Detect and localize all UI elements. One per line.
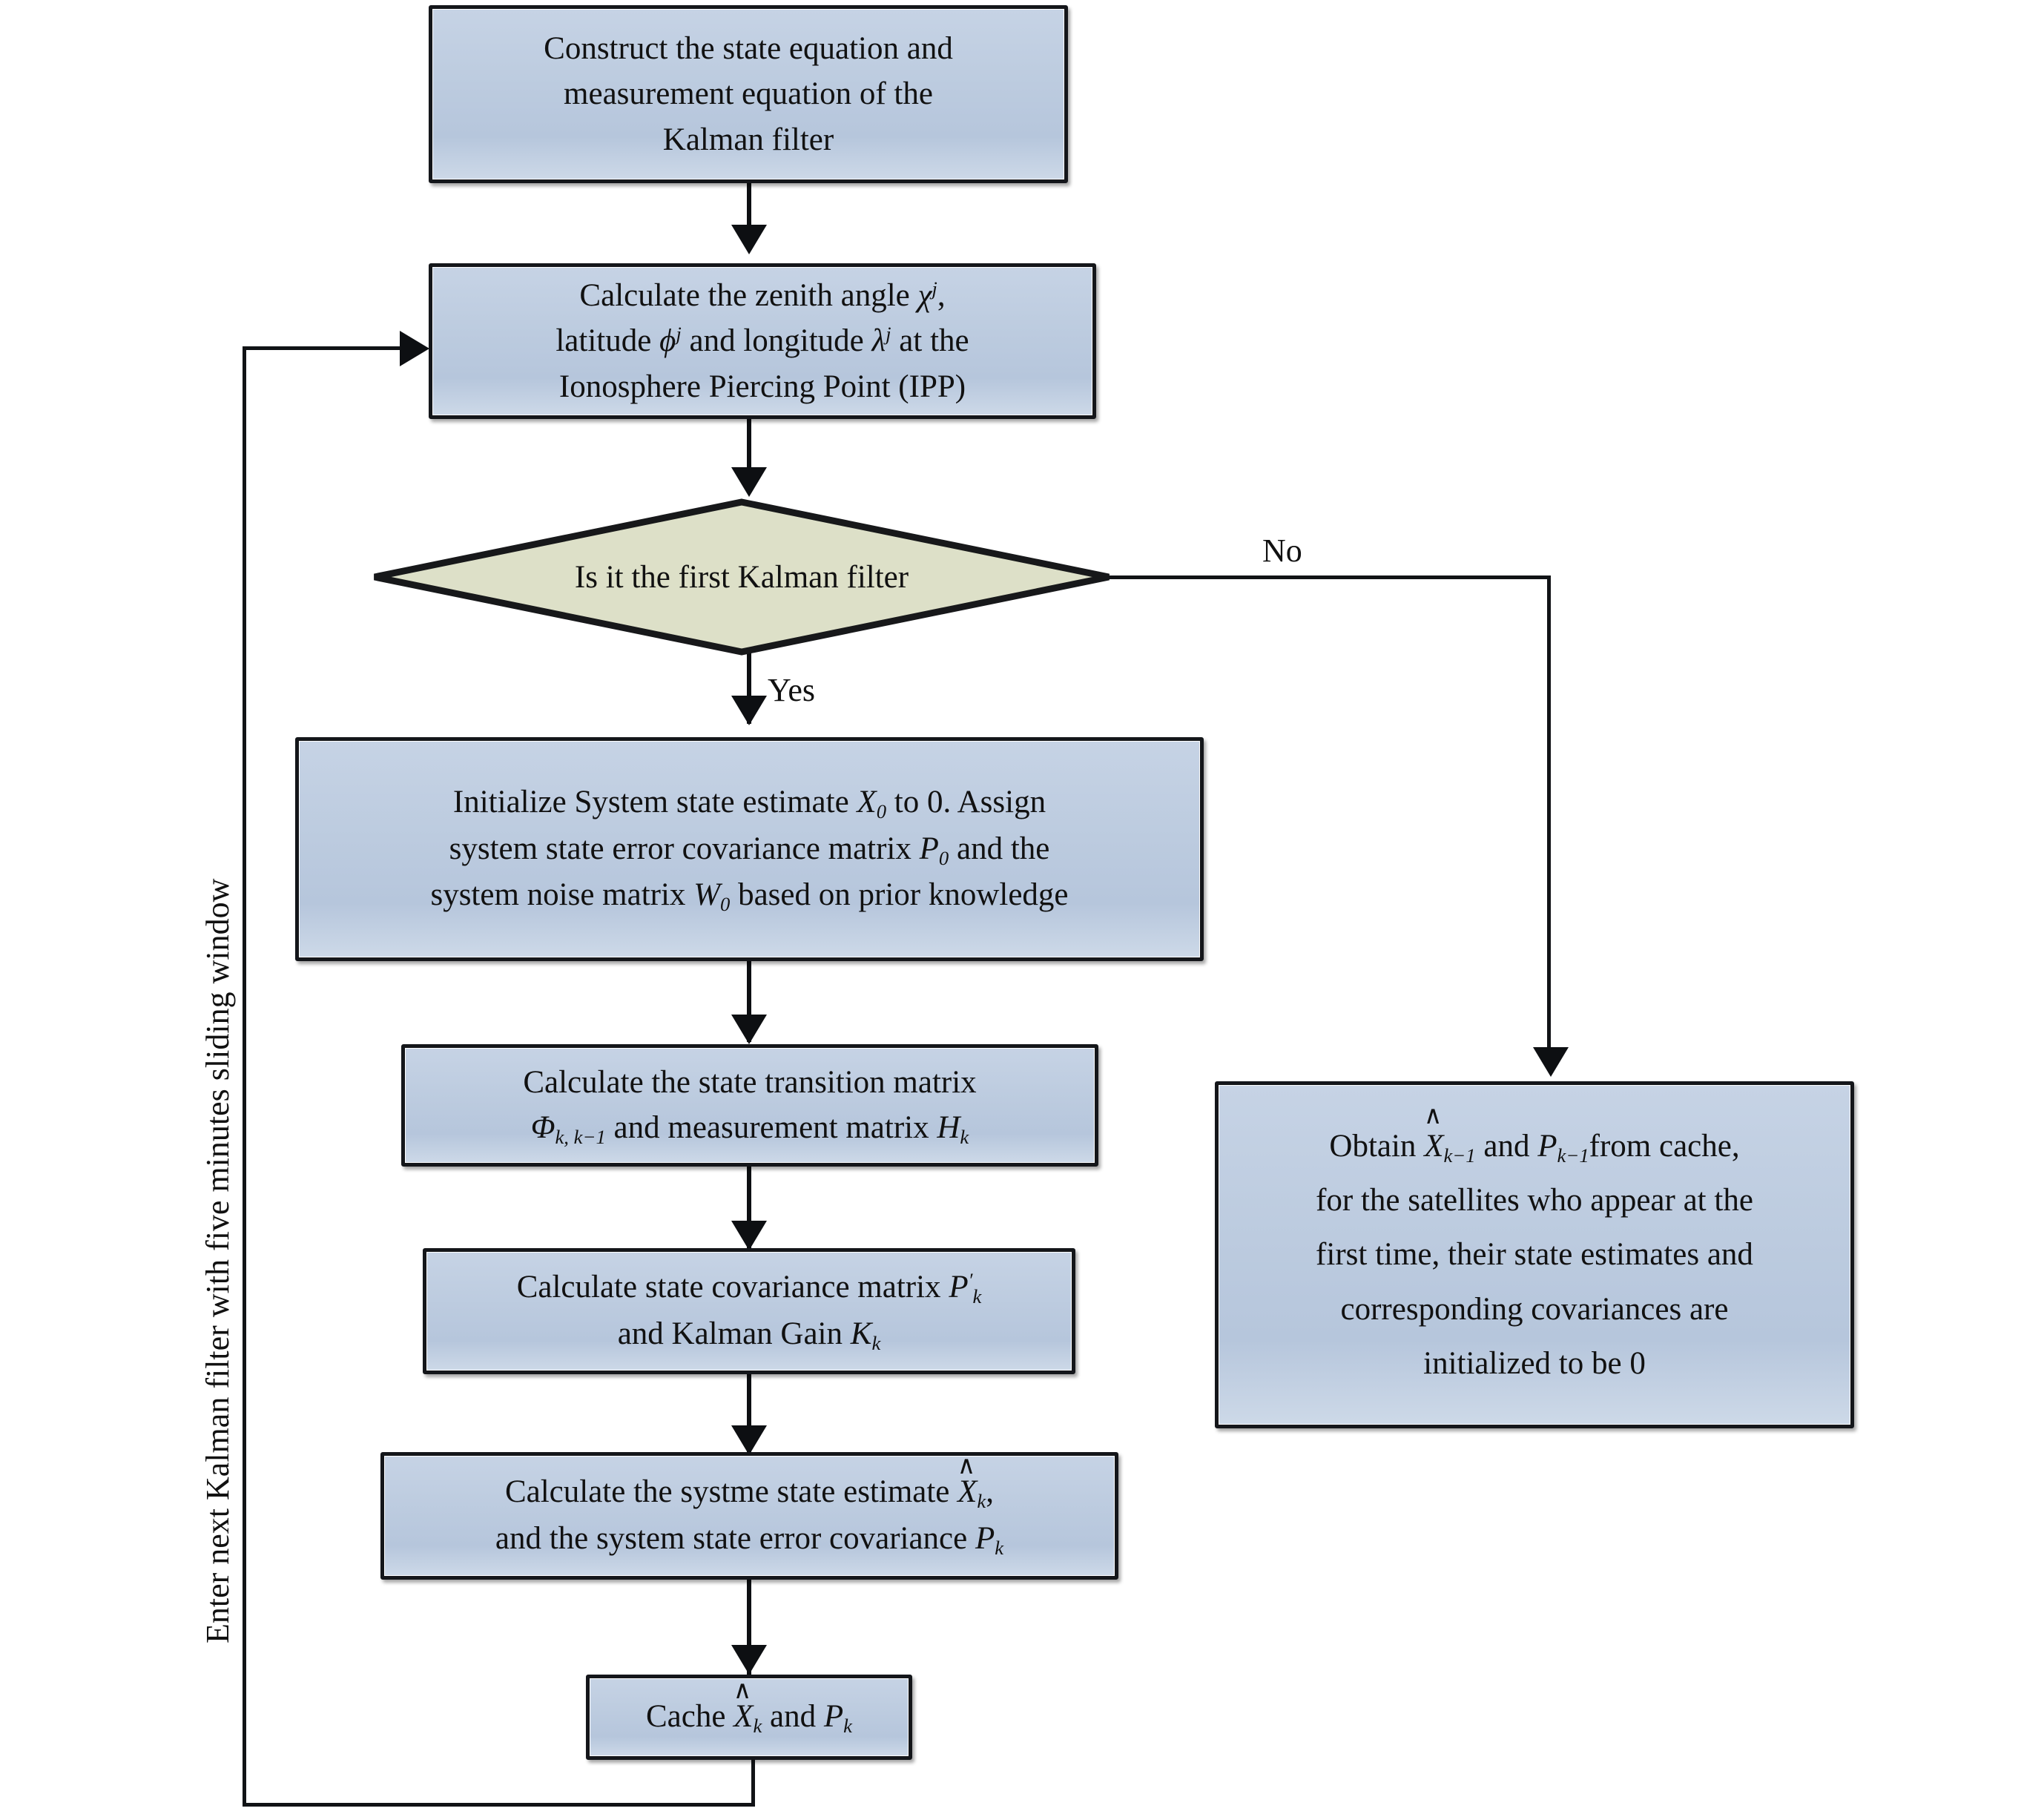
- arrowhead-covariance-to-estimate: [731, 1425, 767, 1455]
- arrowhead-feedback-into-zenith: [400, 331, 429, 366]
- construct-line-1: Construct the state equation and: [544, 31, 953, 67]
- connector-covariance-to-estimate: [747, 1373, 751, 1455]
- arrowhead-transition-to-covariance: [731, 1221, 767, 1250]
- obtain-line-1: Obtain ∧Xk−1 and Pk−1from cache,: [1329, 1102, 1740, 1167]
- zenith-line-1: Calculate the zenith angle χj,: [579, 277, 946, 314]
- node-initialize-system-state[interactable]: Initialize System state estimate X0 to 0…: [295, 737, 1204, 961]
- arrowhead-decision-no: [1533, 1047, 1569, 1077]
- initialize-line-2: system state error covariance matrix P0 …: [449, 831, 1050, 869]
- estimate-line-2: and the system state error covariance Pk: [495, 1521, 1004, 1559]
- transition-line-1: Calculate the state transition matrix: [523, 1064, 977, 1100]
- hat-accent-icon: ∧: [733, 1677, 752, 1705]
- arrowhead-zenith-to-decision: [731, 467, 767, 497]
- obtain-line-4: corresponding covariances are: [1340, 1291, 1729, 1327]
- node-calculate-zenith-angle[interactable]: Calculate the zenith angle χj, latitude …: [429, 263, 1096, 419]
- node-obtain-from-cache[interactable]: Obtain ∧Xk−1 and Pk−1from cache, for the…: [1215, 1081, 1854, 1428]
- feedback-loop-left-vertical: [243, 346, 246, 1807]
- node-calculate-state-transition-matrix[interactable]: Calculate the state transition matrix Φk…: [401, 1044, 1098, 1167]
- feedback-loop-down-from-cache: [751, 1759, 755, 1807]
- transition-line-2: Φk, k−1 and measurement matrix Hk: [530, 1109, 969, 1148]
- cache-text: Cache ∧Xk and Pk: [645, 1677, 853, 1738]
- node-construct-state-equation[interactable]: Construct the state equation and measure…: [429, 5, 1068, 183]
- obtain-line-3: first time, their state estimates and: [1316, 1237, 1753, 1273]
- connector-transition-to-covariance: [747, 1167, 751, 1248]
- branch-label-yes: Yes: [768, 672, 816, 708]
- decision-diamond-shape: [374, 498, 1110, 656]
- node-calculate-state-covariance-matrix[interactable]: Calculate state covariance matrix P′k an…: [423, 1248, 1075, 1374]
- hat-accent-icon: ∧: [957, 1452, 976, 1480]
- feedback-loop-top-horizontal: [243, 346, 415, 350]
- construct-line-2: measurement equation of the: [564, 76, 933, 112]
- connector-initialize-to-transition: [747, 960, 751, 1042]
- feedback-loop-bottom-horizontal: [243, 1803, 755, 1807]
- covariance-line-1: Calculate state covariance matrix P′k: [516, 1269, 982, 1308]
- initialize-line-3: system noise matrix W0 based on prior kn…: [430, 877, 1069, 916]
- connector-estimate-to-cache: [747, 1578, 751, 1675]
- initialize-line-1: Initialize System state estimate X0 to 0…: [452, 784, 1046, 822]
- connector-zenith-to-decision: [747, 419, 751, 493]
- node-cache-estimates[interactable]: Cache ∧Xk and Pk: [586, 1675, 912, 1760]
- covariance-line-2: and Kalman Gain Kk: [617, 1316, 881, 1354]
- connector-decision-no-horizontal: [1105, 575, 1551, 579]
- zenith-line-2: latitude ϕj and longitude λj at the: [555, 323, 969, 359]
- arrowhead-initialize-to-transition: [731, 1015, 767, 1044]
- branch-label-no: No: [1262, 532, 1302, 569]
- zenith-line-3: Ionosphere Piercing Point (IPP): [558, 369, 966, 404]
- arrowhead-estimate-to-cache: [731, 1645, 767, 1675]
- hat-accent-icon: ∧: [1423, 1102, 1443, 1130]
- connector-decision-no-vertical: [1547, 575, 1551, 1065]
- loop-annotation-label: Enter next Kalman filter with five minut…: [200, 878, 236, 1643]
- connector-decision-yes: [747, 651, 751, 724]
- node-decision-first-kalman-filter[interactable]: Is it the first Kalman filter: [371, 498, 1112, 656]
- estimate-line-1: Calculate the systme state estimate ∧Xk,: [504, 1452, 995, 1513]
- arrowhead-decision-yes: [731, 696, 767, 725]
- obtain-line-5: initialized to be 0: [1423, 1345, 1646, 1381]
- node-calculate-system-state-estimate[interactable]: Calculate the systme state estimate ∧Xk,…: [380, 1452, 1118, 1580]
- obtain-line-2: for the satellites who appear at the: [1316, 1183, 1753, 1218]
- arrowhead-construct-to-zenith: [731, 225, 767, 254]
- decision-label: Is it the first Kalman filter: [574, 559, 909, 595]
- connector-construct-to-zenith: [747, 182, 751, 241]
- construct-line-3: Kalman filter: [662, 122, 834, 157]
